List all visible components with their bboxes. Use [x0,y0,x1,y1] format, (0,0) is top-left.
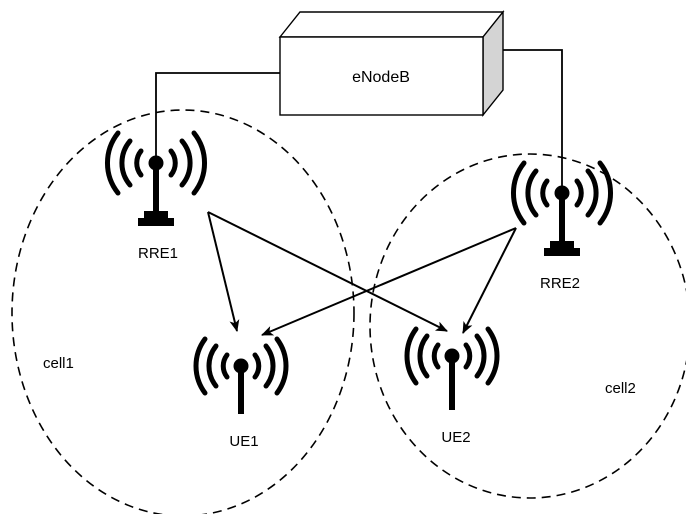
link-enodeb-rre2 [500,49,563,190]
link-enodeb-rre1 [155,72,280,160]
arrow-rre2-ue2 [462,227,517,334]
ue1-label: UE1 [229,433,258,450]
ue2-label: UE2 [441,429,470,446]
rre2-antenna [510,160,614,256]
radio-tower-icon [104,130,208,226]
arrow-rre1-ue1 [207,211,240,332]
enodeb-box: eNodeB [278,10,505,117]
rre1-antenna [104,130,208,226]
radio-tower-icon [193,336,289,414]
ue1-antenna [193,336,289,414]
enodeb-box-front [279,36,484,116]
cell2-label: cell2 [605,380,636,397]
radio-tower-icon [510,160,614,256]
rre2-label: RRE2 [540,275,580,292]
cell2-boundary [369,153,686,499]
cell1-label: cell1 [43,355,74,372]
rre1-label: RRE1 [138,245,178,262]
arrow-rre1-ue2 [207,211,448,332]
enodeb-box-top [278,11,505,38]
enodeb-label: eNodeB [352,69,410,86]
arrow-rre2-ue1 [261,227,517,336]
ue2-antenna [404,326,500,410]
cell1-boundary [11,109,355,514]
radio-tower-icon [404,326,500,410]
